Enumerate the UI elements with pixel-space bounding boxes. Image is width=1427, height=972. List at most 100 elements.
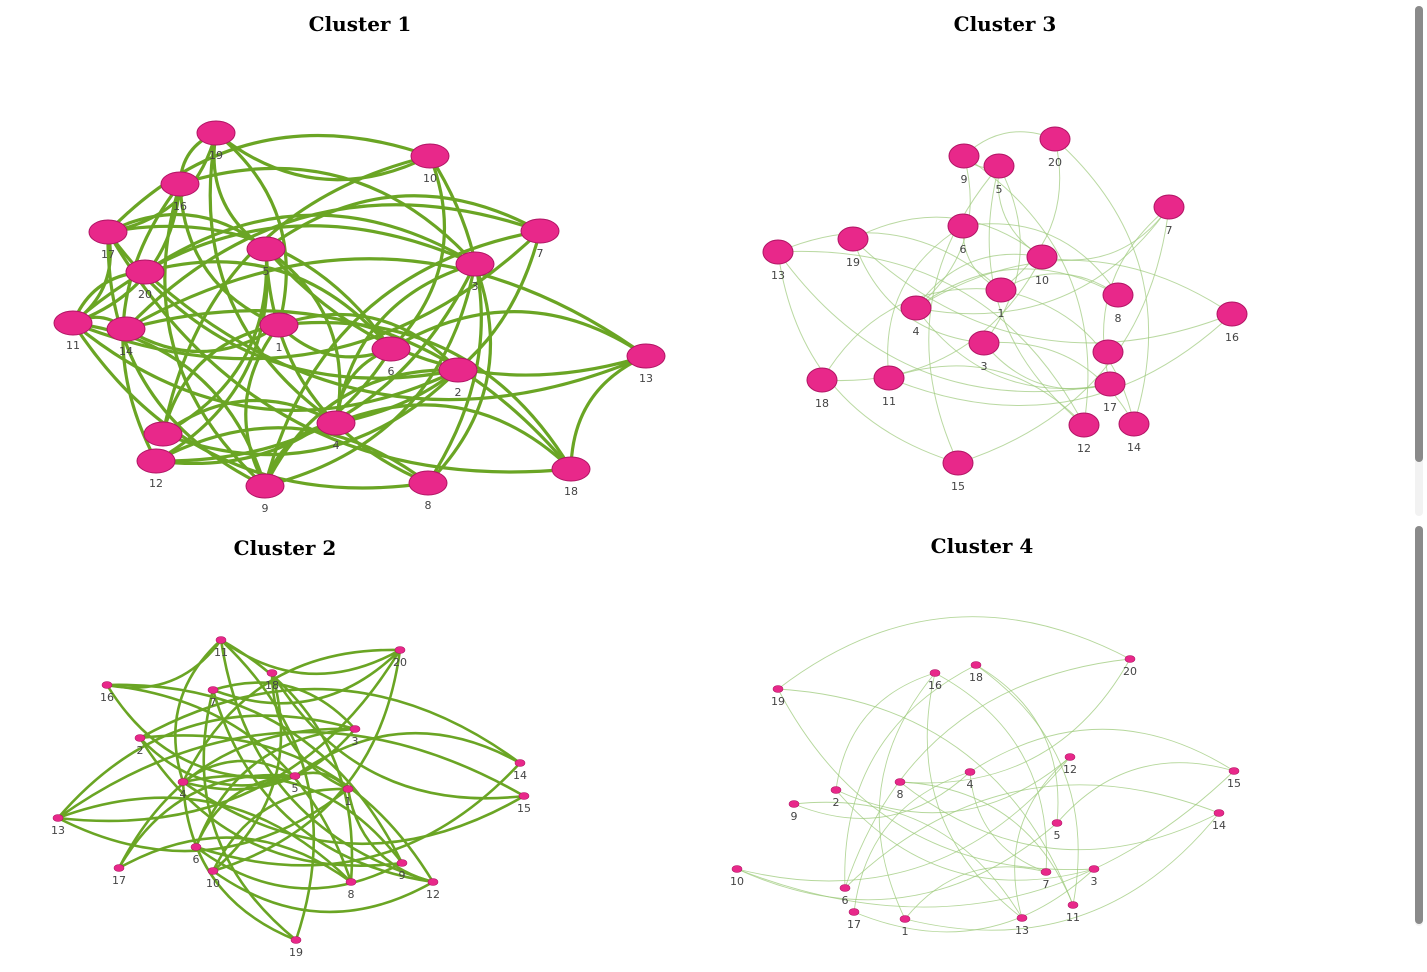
node-circle[interactable]: [900, 295, 932, 321]
node-3[interactable]: 3: [968, 330, 1000, 373]
node-3[interactable]: 3: [349, 725, 361, 749]
node-circle[interactable]: [1051, 819, 1063, 827]
node-16[interactable]: 16: [160, 171, 200, 213]
node-12[interactable]: 12: [1063, 753, 1077, 777]
node-2[interactable]: 2: [134, 734, 146, 758]
node-circle[interactable]: [134, 734, 146, 742]
node-circle[interactable]: [1040, 868, 1052, 876]
node-20[interactable]: 20: [1039, 126, 1071, 169]
node-7[interactable]: 7: [520, 218, 560, 260]
node-circle[interactable]: [762, 239, 794, 265]
node-circle[interactable]: [143, 421, 183, 447]
node-1[interactable]: 1: [899, 915, 911, 939]
node-5[interactable]: 5: [246, 236, 286, 278]
node-7[interactable]: 7: [207, 686, 219, 710]
node-10[interactable]: 10: [730, 865, 744, 889]
node-17[interactable]: 17: [1094, 371, 1126, 414]
node-circle[interactable]: [518, 792, 530, 800]
node-circle[interactable]: [207, 867, 219, 875]
node-12[interactable]: 12: [136, 448, 176, 490]
node-circle[interactable]: [345, 878, 357, 886]
node-8[interactable]: 8: [408, 470, 448, 512]
node-circle[interactable]: [1039, 126, 1071, 152]
node-7[interactable]: 7: [1040, 868, 1052, 892]
node-15[interactable]: 15: [1227, 767, 1241, 791]
node-18[interactable]: 18: [551, 456, 591, 498]
node-20[interactable]: 20: [125, 259, 165, 301]
node-9[interactable]: 9: [245, 473, 285, 515]
node-19[interactable]: 19: [196, 120, 236, 162]
node-circle[interactable]: [215, 636, 227, 644]
node-circle[interactable]: [410, 143, 450, 169]
node-11[interactable]: 11: [1066, 901, 1080, 925]
node-circle[interactable]: [396, 859, 408, 867]
node-circle[interactable]: [942, 450, 974, 476]
node-circle[interactable]: [1124, 655, 1136, 663]
node-circle[interactable]: [207, 686, 219, 694]
node-12[interactable]: 12: [1068, 412, 1100, 455]
node-circle[interactable]: [113, 864, 125, 872]
node-circle[interactable]: [1092, 339, 1124, 365]
node-circle[interactable]: [830, 786, 842, 794]
node-1[interactable]: 1: [985, 277, 1017, 320]
node-circle[interactable]: [1118, 411, 1150, 437]
node-circle[interactable]: [806, 367, 838, 393]
node-circle[interactable]: [266, 669, 278, 677]
node-6[interactable]: 6: [371, 336, 411, 378]
node-circle[interactable]: [371, 336, 411, 362]
node-circle[interactable]: [196, 120, 236, 146]
node-7[interactable]: 7: [1153, 194, 1185, 237]
node-circle[interactable]: [964, 768, 976, 776]
node-circle[interactable]: [1068, 412, 1100, 438]
node-circle[interactable]: [289, 772, 301, 780]
node-circle[interactable]: [848, 908, 860, 916]
node-circle[interactable]: [455, 251, 495, 277]
node-circle[interactable]: [873, 365, 905, 391]
node-16[interactable]: 16: [1216, 301, 1248, 344]
node-14[interactable]: 14: [1212, 809, 1226, 833]
node-circle[interactable]: [837, 226, 869, 252]
node-5[interactable]: 5: [983, 153, 1015, 196]
node-circle[interactable]: [136, 448, 176, 474]
node-circle[interactable]: [1067, 901, 1079, 909]
node-17[interactable]: 17: [88, 219, 128, 261]
node-8[interactable]: 8: [1102, 282, 1134, 325]
bottom-scrollbar-thumb[interactable]: [1415, 526, 1423, 924]
node-17[interactable]: 17: [112, 864, 126, 888]
top-scrollbar[interactable]: [1415, 6, 1423, 516]
node-circle[interactable]: [177, 778, 189, 786]
node-20[interactable]: 20: [393, 646, 407, 670]
node-18[interactable]: 18: [806, 367, 838, 410]
bottom-scrollbar[interactable]: [1415, 526, 1423, 926]
node-circle[interactable]: [947, 213, 979, 239]
node-circle[interactable]: [1026, 244, 1058, 270]
node-14[interactable]: 14: [1118, 411, 1150, 454]
node-circle[interactable]: [1064, 753, 1076, 761]
node-18[interactable]: 18: [969, 661, 983, 685]
node-11[interactable]: 11: [214, 636, 228, 660]
node-5[interactable]: 5: [1051, 819, 1063, 843]
node-unlabeled[interactable]: [1092, 339, 1124, 365]
node-4[interactable]: 4: [177, 778, 189, 802]
node-circle[interactable]: [342, 785, 354, 793]
node-15[interactable]: 15: [942, 450, 974, 493]
node-6[interactable]: 6: [947, 213, 979, 256]
node-circle[interactable]: [772, 685, 784, 693]
node-circle[interactable]: [948, 143, 980, 169]
node-circle[interactable]: [1094, 371, 1126, 397]
node-circle[interactable]: [101, 681, 113, 689]
node-13[interactable]: 13: [626, 343, 666, 385]
node-circle[interactable]: [246, 236, 286, 262]
node-circle[interactable]: [394, 646, 406, 654]
node-12[interactable]: 12: [426, 878, 440, 902]
node-circle[interactable]: [438, 357, 478, 383]
node-circle[interactable]: [985, 277, 1017, 303]
node-circle[interactable]: [52, 814, 64, 822]
node-circle[interactable]: [408, 470, 448, 496]
node-19[interactable]: 19: [837, 226, 869, 269]
node-2[interactable]: 2: [438, 357, 478, 399]
node-4[interactable]: 4: [964, 768, 976, 792]
node-circle[interactable]: [1153, 194, 1185, 220]
node-circle[interactable]: [245, 473, 285, 499]
node-circle[interactable]: [316, 410, 356, 436]
